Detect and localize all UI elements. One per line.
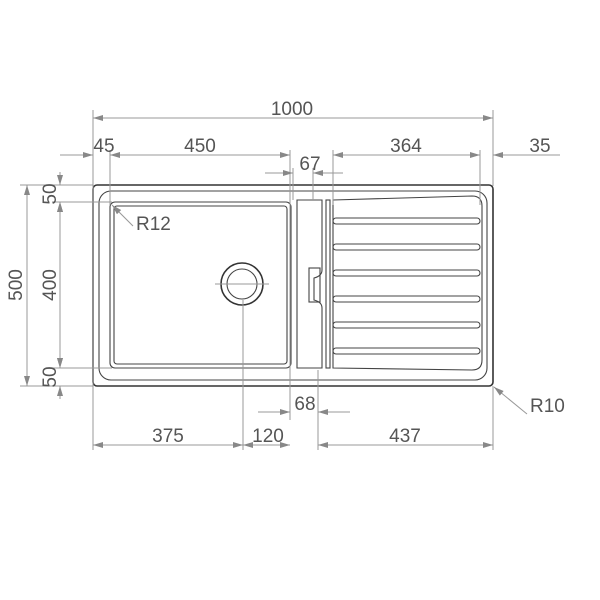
dim-bowl-depth: 400 bbox=[40, 269, 61, 301]
dim-overall-width: 1000 bbox=[271, 99, 313, 120]
dim-drainer-total: 437 bbox=[389, 426, 421, 447]
dim-corner-radius: R10 bbox=[530, 396, 565, 417]
bowl bbox=[109, 201, 292, 369]
dim-left-margin: 45 bbox=[93, 136, 114, 157]
dim-top-margin: 50 bbox=[40, 183, 61, 204]
drainer-grooves bbox=[332, 217, 481, 355]
overflow bbox=[308, 267, 321, 303]
dim-divider-top: 67 bbox=[299, 154, 320, 175]
dim-bottom-margin: 50 bbox=[40, 366, 61, 387]
dim-drainer-width: 364 bbox=[390, 136, 422, 157]
dim-waste-offset: 375 bbox=[152, 426, 184, 447]
dim-right-margin: 35 bbox=[529, 136, 550, 157]
dim-bowl-width: 450 bbox=[184, 136, 216, 157]
divider bbox=[296, 199, 323, 369]
outside-dimension-lines bbox=[57, 152, 560, 415]
dimension-lines bbox=[24, 115, 493, 448]
dim-overall-depth: 500 bbox=[6, 269, 27, 301]
drainer bbox=[332, 195, 483, 371]
dim-divider-bottom: 68 bbox=[294, 394, 315, 415]
dim-bowl-radius: R12 bbox=[136, 214, 171, 235]
dim-waste-to-edge: 120 bbox=[252, 426, 284, 447]
waste-drain-icon bbox=[215, 262, 269, 306]
extension-lines bbox=[20, 110, 494, 450]
